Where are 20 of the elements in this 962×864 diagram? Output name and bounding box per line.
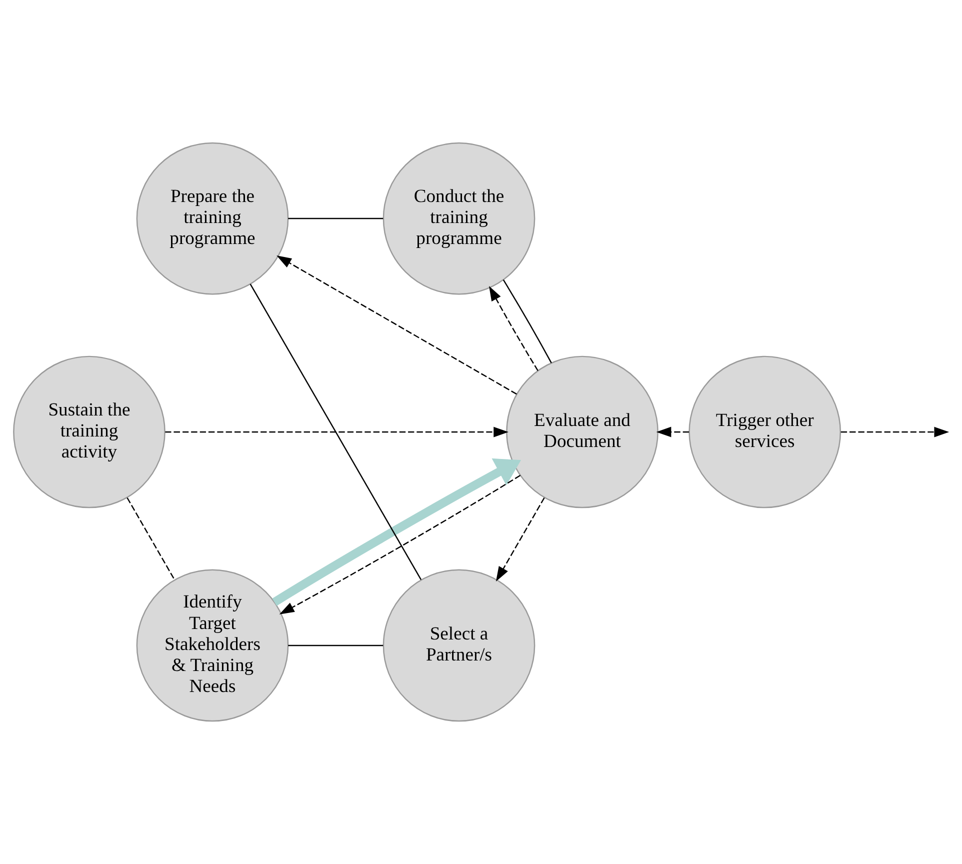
node-circle: Identify Target Stakeholders & Training Needs [136, 569, 289, 722]
connector [502, 280, 552, 364]
arrow [656, 426, 689, 438]
arrow [165, 426, 508, 438]
node-circle: Sustain the training activity [13, 356, 166, 508]
connector [250, 284, 422, 580]
arrow [279, 474, 521, 614]
connector [126, 497, 176, 580]
node-circle: Prepare the training programme [136, 142, 289, 295]
arrow [272, 458, 522, 606]
node-circle: Conduct the training programme [382, 142, 536, 295]
connector [288, 644, 384, 646]
node-circle: Select a Partner/s [382, 569, 536, 722]
node-circle: Evaluate and Document [506, 356, 658, 508]
arrow [496, 497, 545, 582]
arrow [840, 426, 950, 438]
arrow [489, 286, 538, 371]
arrow [276, 256, 517, 395]
node-circle: Trigger other services [688, 356, 842, 508]
connector [288, 218, 384, 220]
